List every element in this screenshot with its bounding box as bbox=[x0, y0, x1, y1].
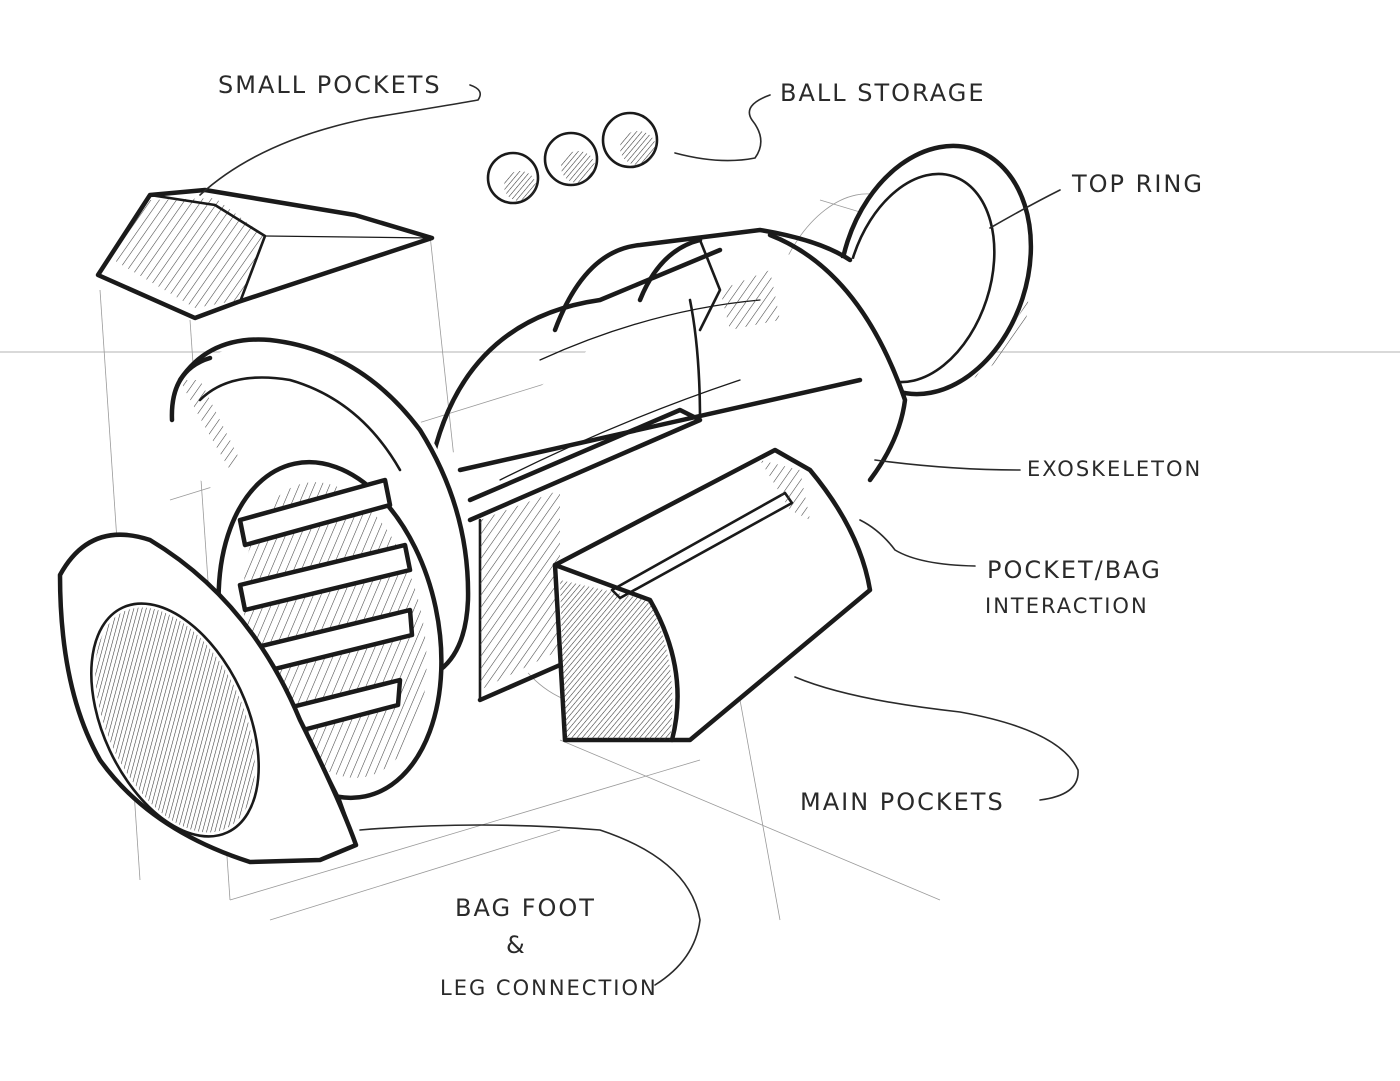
exoskeleton-label: EXOSKELETON bbox=[1027, 457, 1202, 481]
bag-foot-label-line3: LEG CONNECTION bbox=[440, 976, 658, 1000]
ball-storage-label: BALL STORAGE bbox=[780, 79, 986, 107]
top-ring-label: TOP RING bbox=[1071, 170, 1204, 198]
exoskeleton-illustration bbox=[427, 227, 908, 703]
main-pockets-label: MAIN POCKETS bbox=[800, 788, 1005, 816]
pocket-bag-label-line2: INTERACTION bbox=[985, 594, 1149, 618]
bag-foot-label-line1: BAG FOOT bbox=[455, 894, 596, 922]
small-pockets-label: SMALL POCKETS bbox=[218, 71, 442, 99]
bag-foot-label-line2: & bbox=[506, 931, 527, 959]
leader-lines bbox=[199, 84, 1079, 986]
small-pocket-illustration bbox=[95, 187, 435, 321]
ball-storage-illustration bbox=[486, 111, 659, 205]
pocket-bag-label-line1: POCKET/BAG bbox=[987, 556, 1162, 584]
bag-foot-illustration bbox=[57, 532, 359, 865]
main-pocket-illustration bbox=[552, 447, 873, 743]
